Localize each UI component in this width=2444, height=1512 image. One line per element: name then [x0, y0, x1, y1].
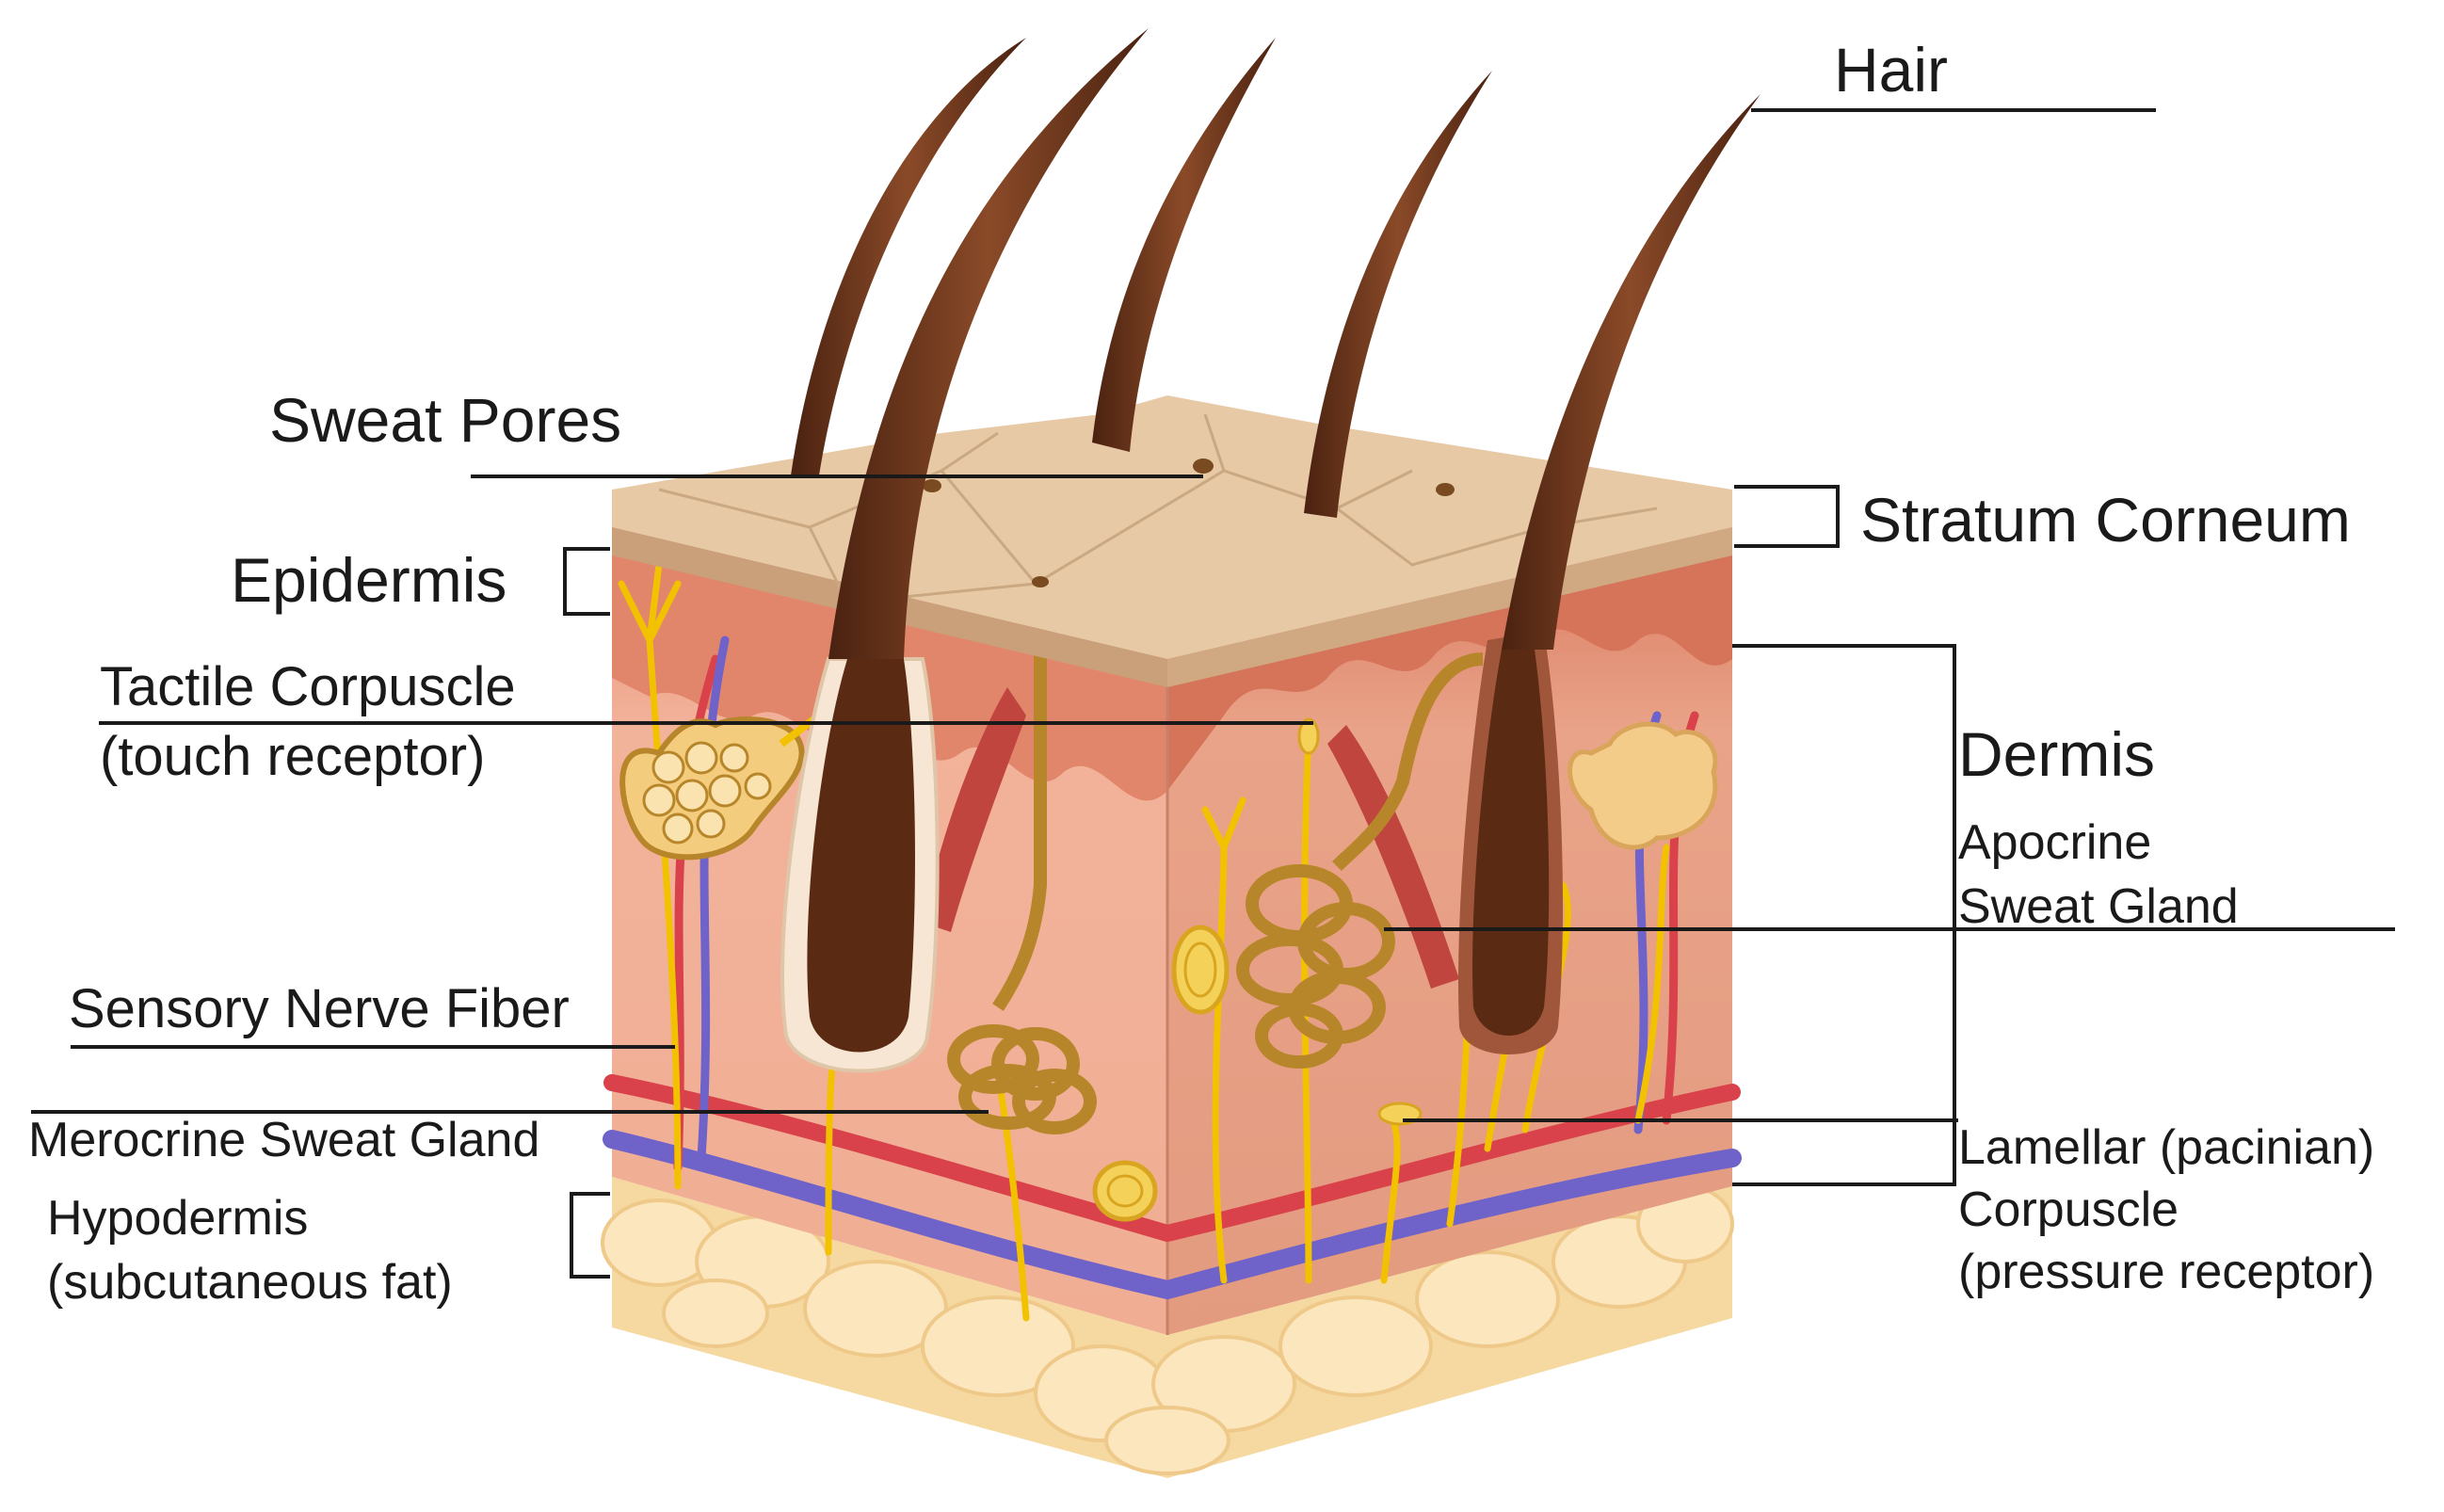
label-sensory-nerve-fiber: Sensory Nerve Fiber: [69, 978, 570, 1039]
label-subcutaneous-fat: (subcutaneous fat): [47, 1255, 453, 1310]
label-hypodermis: Hypodermis: [47, 1191, 309, 1246]
label-corpuscle: Corpuscle: [1958, 1182, 2179, 1237]
hypodermis-layer: [601, 1177, 1734, 1478]
label-pressure-receptor: (pressure receptor): [1958, 1245, 2375, 1299]
label-dermis: Dermis: [1958, 719, 2155, 789]
lamellar-corpuscles: [1092, 717, 1423, 1222]
arrector-pili-muscles: [923, 687, 1459, 989]
tactile-corpuscle-left: [619, 712, 822, 861]
label-epidermis: Epidermis: [231, 545, 507, 615]
hair-shafts: [791, 28, 1761, 659]
label-stratum-corneum: Stratum Corneum: [1860, 485, 2351, 555]
label-merocrine-sweat-gland: Merocrine Sweat Gland: [28, 1113, 540, 1167]
hair-follicles: [780, 631, 1563, 1073]
apocrine-gland-lobule: [1568, 721, 1718, 850]
label-sweat-gland: Sweat Gland: [1958, 879, 2239, 934]
label-lamellar: Lamellar (pacinian): [1958, 1120, 2375, 1175]
apocrine-gland-coil: [1236, 652, 1484, 1069]
leader-lines: [31, 108, 2395, 1279]
label-tactile-corpuscle: Tactile Corpuscle: [100, 656, 516, 717]
label-apocrine: Apocrine: [1958, 815, 2152, 870]
merocrine-gland: [947, 584, 1097, 1134]
label-hair: Hair: [1834, 35, 1949, 105]
label-touch-receptor: (touch receptor): [100, 726, 486, 787]
label-sweat-pores: Sweat Pores: [269, 385, 622, 455]
